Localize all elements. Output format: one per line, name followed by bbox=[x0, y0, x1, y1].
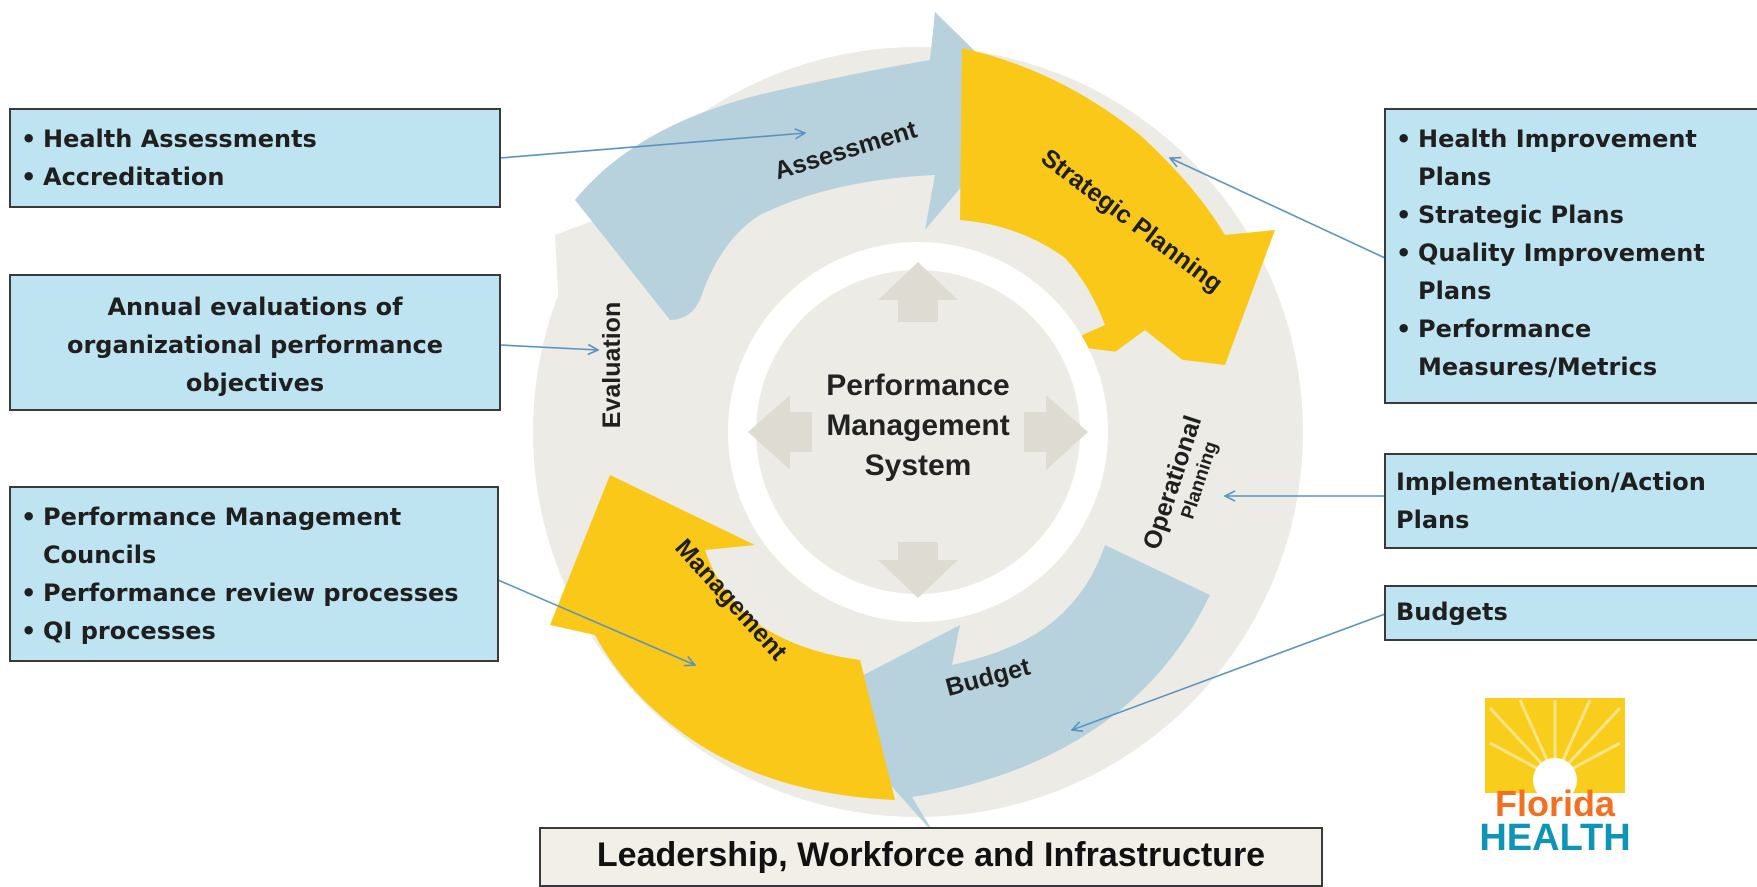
center-line-2: Management bbox=[826, 409, 1009, 442]
logo-florida-text: Florida bbox=[1495, 783, 1616, 824]
center-line-3: System bbox=[865, 449, 972, 482]
evaluation-connector bbox=[499, 345, 598, 350]
budget-arrow bbox=[815, 545, 1210, 835]
list-item: Performance Measures/Metrics bbox=[1386, 310, 1751, 386]
list-item: Strategic Plans bbox=[1386, 196, 1751, 234]
evaluation-line-1: Annual evaluations of bbox=[107, 293, 403, 321]
logo-health-text: HEALTH bbox=[1480, 817, 1630, 858]
list-item: QI processes bbox=[11, 612, 489, 650]
list-item: Performance Management Councils bbox=[11, 498, 489, 574]
florida-health-logo: Florida HEALTH bbox=[1480, 698, 1630, 858]
operational-planning-box: Implementation/Action Plans bbox=[1384, 453, 1757, 549]
evaluation-line-3: objectives bbox=[185, 369, 325, 397]
management-connector bbox=[497, 579, 695, 665]
management-arrow bbox=[550, 475, 895, 800]
strategic-planning-box: Health Improvement Plans Strategic Plans… bbox=[1384, 108, 1757, 404]
strategic-planning-connector bbox=[1170, 158, 1386, 259]
evaluation-line-2: organizational performance bbox=[66, 331, 444, 359]
assessment-box: Health Assessments Accreditation bbox=[9, 108, 501, 208]
center-line-1: Performance bbox=[826, 369, 1009, 402]
management-box: Performance Management Councils Performa… bbox=[9, 486, 499, 662]
four-way-arrows bbox=[748, 262, 1088, 598]
strategic-planning-arrow bbox=[960, 48, 1275, 365]
logo-sun bbox=[1533, 758, 1577, 802]
footer-bar: Leadership, Workforce and Infrastructure bbox=[539, 827, 1323, 887]
assessment-arrow bbox=[575, 12, 1030, 320]
budget-text: Budgets bbox=[1396, 598, 1508, 626]
list-item: Performance review processes bbox=[11, 574, 489, 612]
evaluation-box: Annual evaluations of organizational per… bbox=[9, 274, 501, 411]
budget-connector bbox=[1072, 613, 1386, 730]
center-circle bbox=[756, 270, 1080, 594]
list-item: Accreditation bbox=[11, 158, 499, 196]
budget-box: Budgets bbox=[1384, 585, 1757, 641]
list-item: Quality Improvement Plans bbox=[1386, 234, 1751, 310]
list-item: Health Improvement Plans bbox=[1386, 120, 1751, 196]
assessment-connector bbox=[499, 133, 805, 159]
operational-planning-text: Implementation/Action Plans bbox=[1396, 468, 1706, 534]
list-item: Health Assessments bbox=[11, 120, 499, 158]
evaluation-label: Evaluation bbox=[598, 302, 626, 428]
